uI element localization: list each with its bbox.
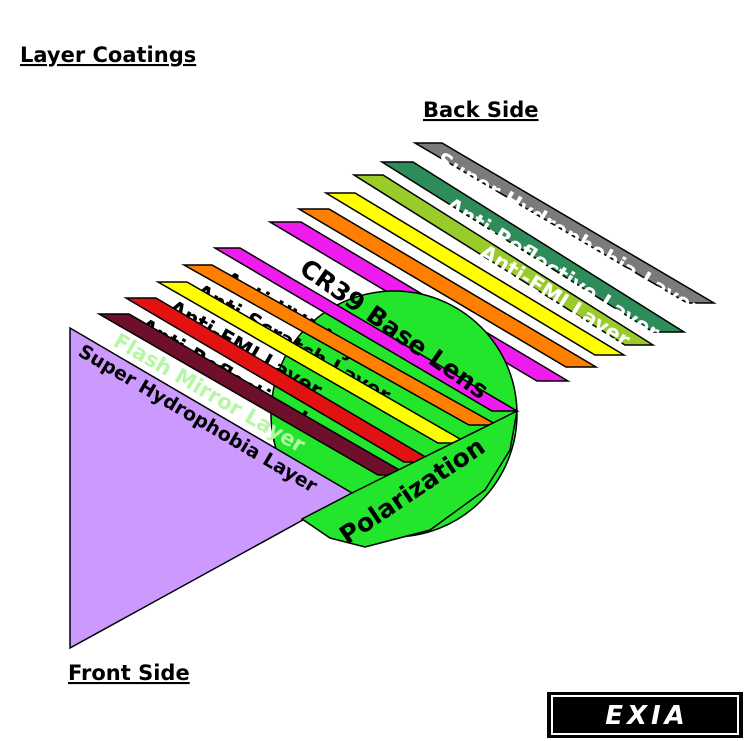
- polarization-band: [300, 409, 519, 548]
- exia-logo: EXIA: [547, 692, 743, 738]
- back-layer-orange-strip: [296, 208, 599, 368]
- logo-frame: [551, 695, 739, 735]
- diagram-title: Layer Coatings: [20, 43, 196, 67]
- back-side-label: Back Side: [423, 98, 539, 122]
- front-layer-super-hydrophobia-triangle: [69, 326, 354, 650]
- back-layer-orange: [296, 208, 599, 368]
- logo-text: EXIA: [605, 701, 689, 731]
- back-layer-yellow-strip: [323, 192, 627, 356]
- back-layer-anti-reflective-strip: [379, 161, 687, 333]
- back-layer-yellow: [323, 192, 627, 356]
- back-layer-super-hydrophobia-strip: [412, 142, 717, 304]
- exia-logo-mark: EXIA: [551, 695, 739, 735]
- front-side-label: Front Side: [68, 661, 190, 685]
- front-layer-strips: Anti-UVA Layer Anti-Scratch Layer Anti-E…: [69, 247, 520, 650]
- back-layer-anti-emi-strip: [351, 174, 656, 346]
